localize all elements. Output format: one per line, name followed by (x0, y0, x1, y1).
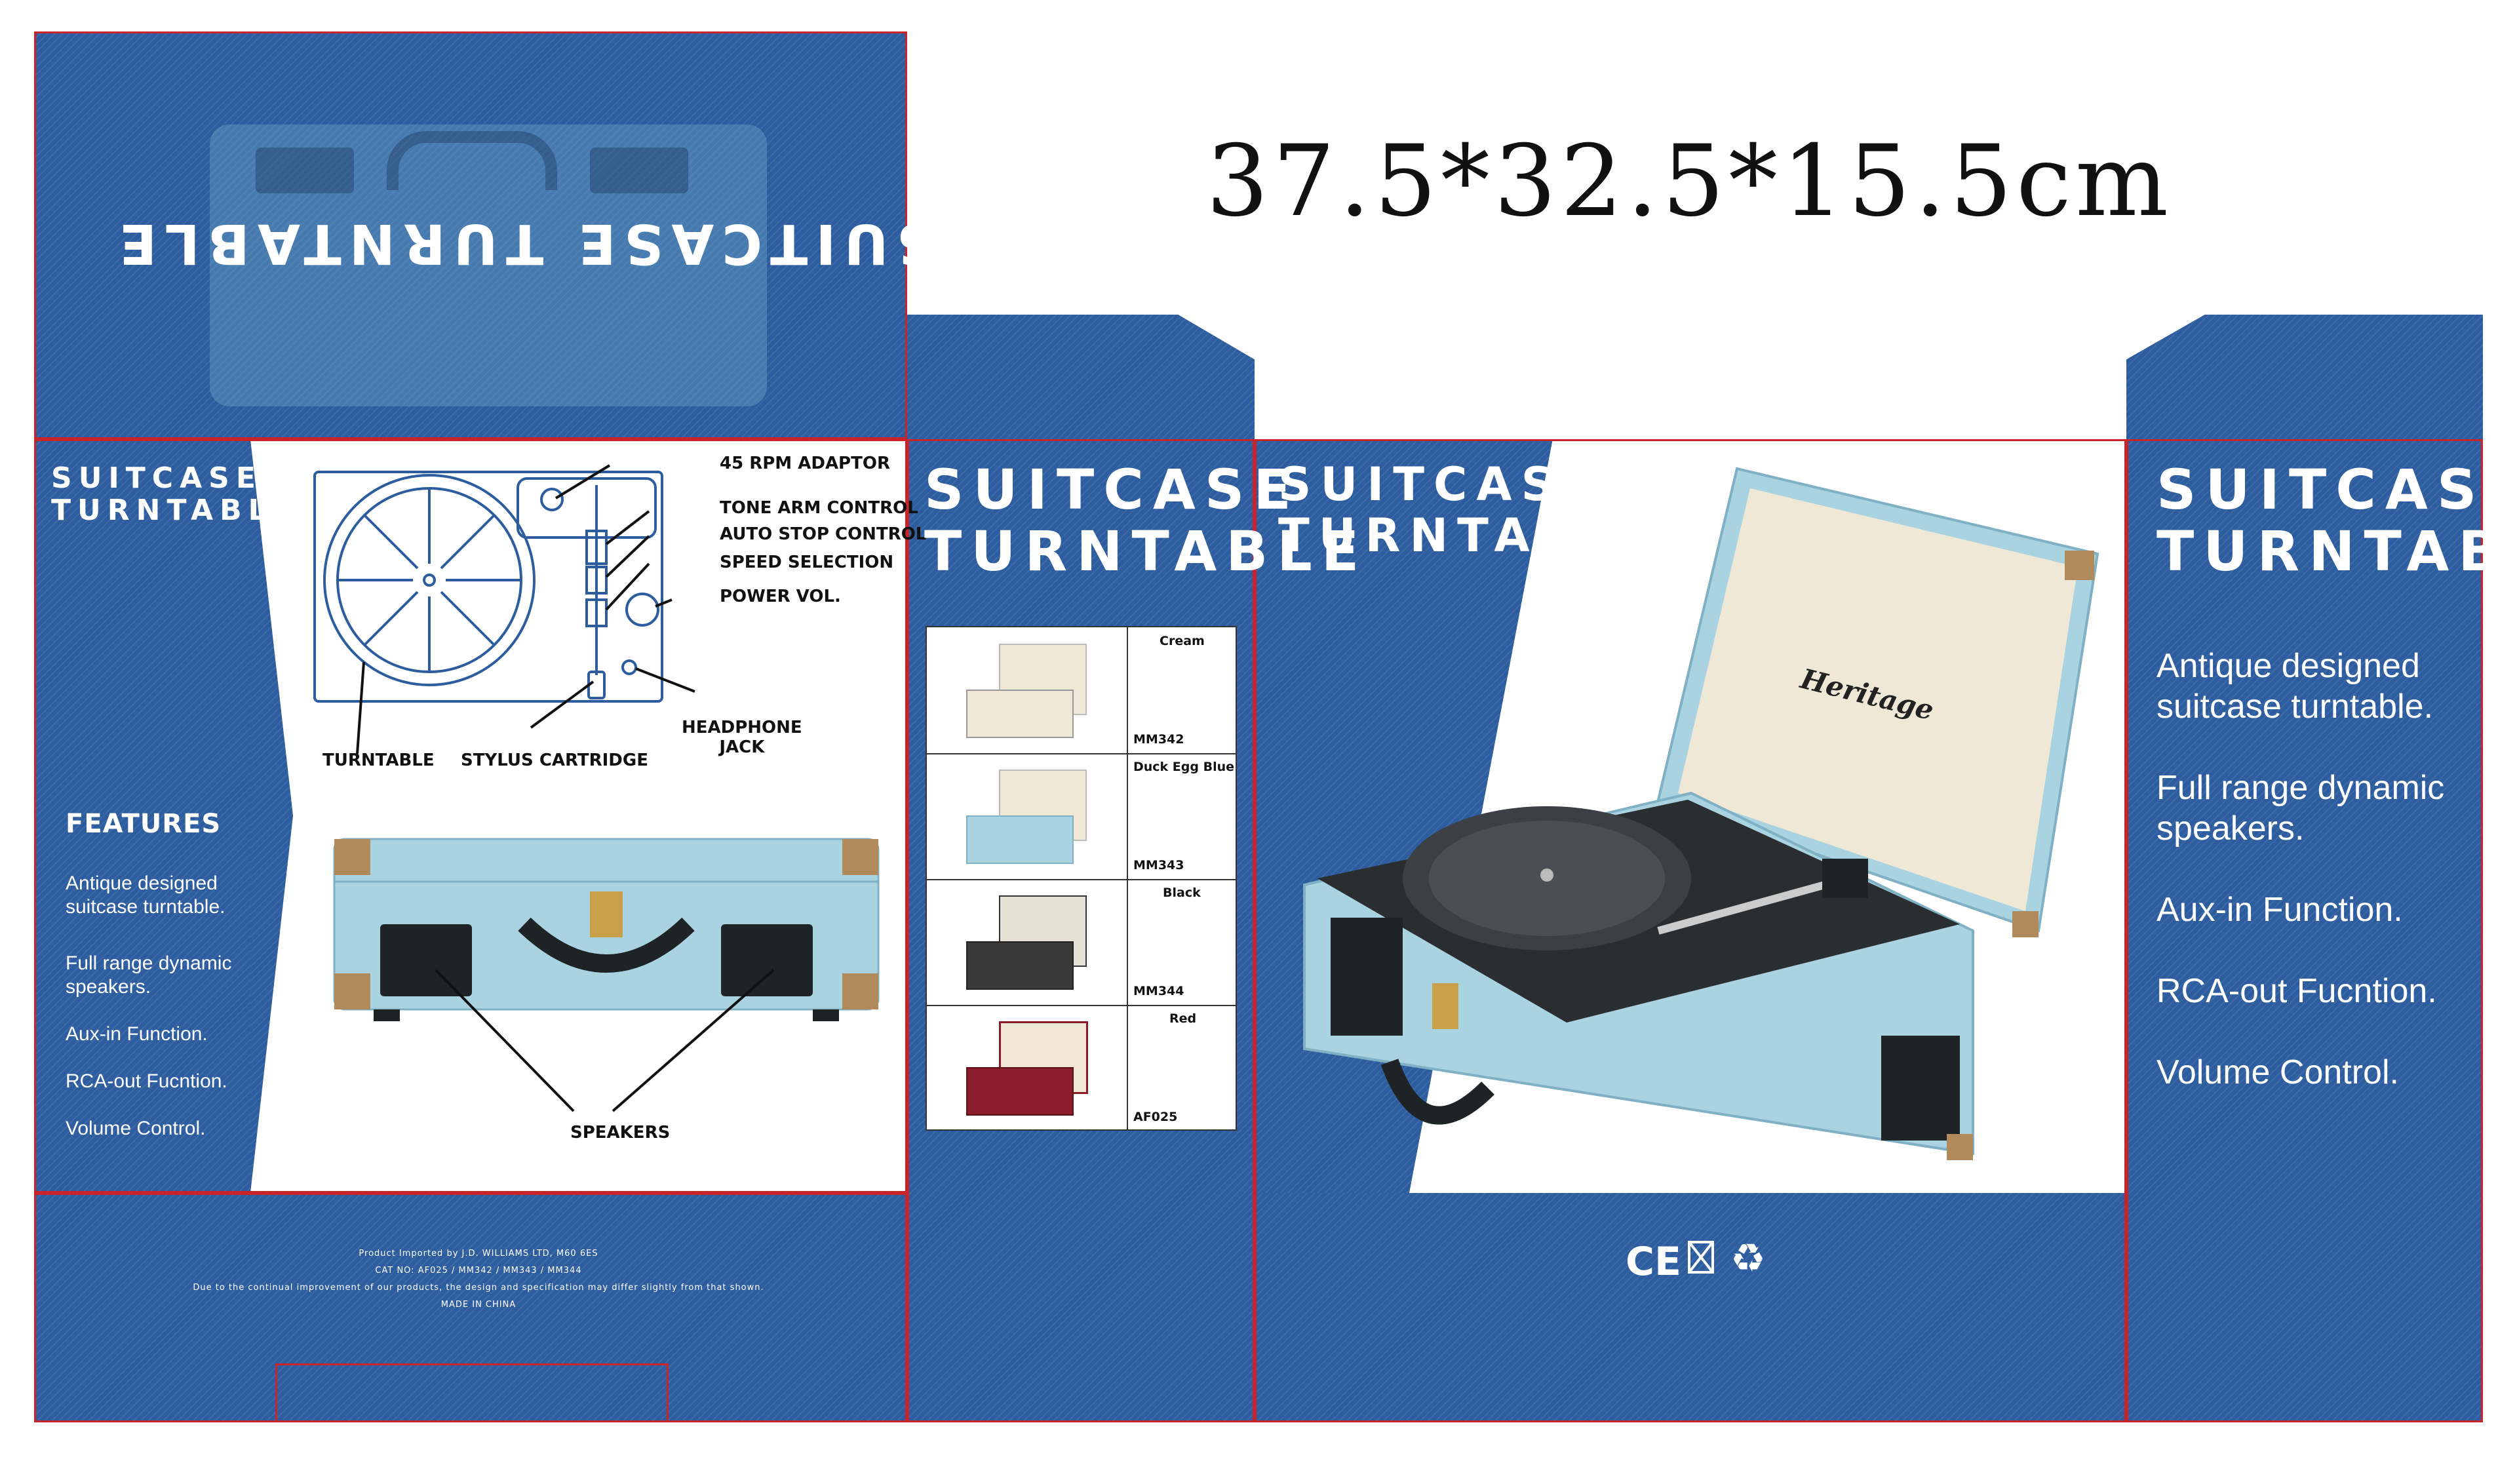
variant-body (966, 941, 1074, 990)
feature-line: Volume Control. (66, 1118, 206, 1139)
feature-line: Full range dynamic (2156, 769, 2445, 807)
variant-body (966, 1067, 1074, 1116)
front-title-line1: SUITCASE (1278, 458, 1604, 511)
label-power: POWER VOL. (720, 587, 841, 606)
lid-handle-ghost (387, 131, 557, 190)
feature-line: Volume Control. (2156, 1053, 2399, 1091)
variant-color: Duck Egg Blue (1133, 760, 1235, 774)
label-speed: SPEED SELECTION (720, 553, 894, 572)
feature-line: Antique designed (2156, 647, 2420, 685)
label-auto-stop: AUTO STOP CONTROL (720, 524, 927, 544)
lid-speaker-left (256, 147, 354, 193)
variant-code: MM343 (1133, 858, 1184, 872)
left-panel-stripe (34, 439, 250, 1193)
variant-row: Black MM344 (927, 879, 1236, 1006)
cutline-front (1255, 439, 2126, 1422)
variant-body (966, 815, 1074, 864)
right-tab-panel (2126, 315, 2483, 439)
turntable-product-photo (1303, 467, 2099, 1160)
recycle-icon: ♻ (1730, 1236, 1766, 1281)
lid-speaker-right (590, 147, 688, 193)
features-heading: FEATURES (66, 809, 222, 839)
variants-table: Cream MM342 Duck Egg Blue MM343 Black MM… (926, 626, 1237, 1131)
variant-black-image (927, 879, 1128, 1005)
front-title-line2: TURNTABLE (1278, 509, 1662, 563)
print-line4: MADE IN CHINA (440, 1300, 517, 1310)
right-features-list: Antique designed suitcase turntable. Ful… (2156, 646, 2444, 1093)
top-lid-panel (34, 31, 907, 439)
feature-line: suitcase turntable. (66, 896, 225, 918)
right-title-line1: SUITCASE (2156, 458, 2517, 522)
weee-bin-icon (1688, 1241, 1714, 1274)
cutline-bottom-left (34, 1193, 907, 1422)
variant-code: MM344 (1133, 984, 1184, 998)
variant-color: Black (1163, 886, 1201, 900)
suitcase-front-view (333, 838, 880, 1112)
mirrored-title: SUITCASE TURNTABLE (111, 212, 937, 277)
variant-body (966, 690, 1074, 738)
label-turntable: TURNTABLE (322, 751, 435, 770)
right-title-line2: TURNTABLE (2156, 519, 2517, 584)
label-headphone-line2: JACK (719, 737, 765, 757)
feature-line: Aux-in Function. (66, 1023, 208, 1045)
feature-line: speakers. (66, 976, 151, 998)
right-title: SUITCASE TURNTABLE (2156, 459, 2517, 582)
label-speakers: SPEAKERS (570, 1123, 671, 1142)
bottom-front-panel (1255, 1193, 2126, 1422)
cutline-bottom-flap (275, 1363, 669, 1422)
cutline-side (907, 439, 1255, 1422)
left-title-line2: TURNTABLE (51, 494, 300, 528)
variant-code: AF025 (1133, 1110, 1178, 1124)
side-tab-panel (907, 315, 1255, 439)
side-title-line2: TURNTABLE (924, 519, 1369, 584)
print-line1: Product Imported by J.D. WILLIAMS LTD, M… (359, 1249, 598, 1259)
cutline-right (2126, 439, 2483, 1422)
variant-red-image (927, 1005, 1128, 1131)
feature-line: RCA-out Fucntion. (2156, 972, 2437, 1010)
variant-code: MM342 (1133, 732, 1184, 747)
variant-row: Cream MM342 (927, 627, 1236, 754)
left-title: SUITCASE TURNTABLE (51, 462, 300, 527)
dimensions-text: 37.5*32.5*15.5cm (1206, 125, 2173, 239)
feature-line: RCA-out Fucntion. (66, 1070, 227, 1092)
bottom-left-panel (34, 1193, 907, 1422)
label-headphone-line1: HEADPHONE (682, 718, 802, 737)
variant-color: Cream (1160, 634, 1205, 648)
variant-row: Red AF025 (927, 1005, 1236, 1131)
feature-line: Aux-in Function. (2156, 891, 2403, 929)
variant-blue-image (927, 753, 1128, 879)
left-title-line1: SUITCASE (51, 461, 262, 495)
label-headphone: HEADPHONE JACK (682, 718, 802, 757)
variant-cream-image (927, 627, 1128, 753)
feature-line: speakers. (2156, 810, 2305, 848)
label-tone-arm: TONE ARM CONTROL (720, 498, 918, 518)
cutline-left (34, 439, 907, 1193)
cutline-top (34, 31, 907, 439)
feature-line: suitcase turntable. (2156, 688, 2434, 726)
side-title: SUITCASE TURNTABLE (924, 459, 1368, 582)
side-title-line1: SUITCASE (924, 458, 1300, 522)
diagram-area (250, 439, 907, 1193)
lid-suitcase-ghost (210, 125, 767, 406)
front-title: SUITCASE TURNTABLE (1278, 459, 1662, 562)
label-45-rpm: 45 RPM ADAPTOR (720, 454, 890, 473)
print-line3: Due to the continual improvement of our … (193, 1283, 764, 1293)
left-features-list: Antique designed suitcase turntable. Ful… (66, 872, 231, 1141)
label-stylus: STYLUS CARTRIDGE (461, 751, 648, 770)
bottom-print: Product Imported by J.D. WILLIAMS LTD, M… (151, 1245, 806, 1314)
variant-row: Duck Egg Blue MM343 (927, 753, 1236, 880)
variant-color: Red (1169, 1011, 1197, 1026)
turntable-diagram (313, 464, 695, 754)
ce-mark: CE (1626, 1239, 1682, 1285)
feature-line: Antique designed (66, 872, 218, 894)
feature-line: Full range dynamic (66, 952, 232, 974)
print-line2: CAT NO: AF025 / MM342 / MM343 / MM344 (375, 1266, 582, 1276)
right-panel (2126, 439, 2483, 1422)
